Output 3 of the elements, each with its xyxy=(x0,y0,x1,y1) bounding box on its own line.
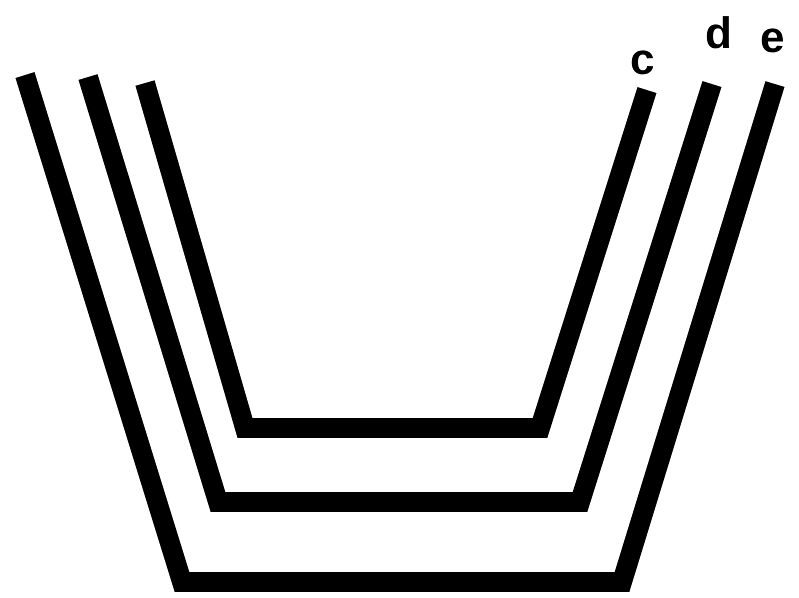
part-label: d xyxy=(705,12,732,56)
part-label: e xyxy=(760,16,784,60)
part-label: c xyxy=(630,38,654,82)
